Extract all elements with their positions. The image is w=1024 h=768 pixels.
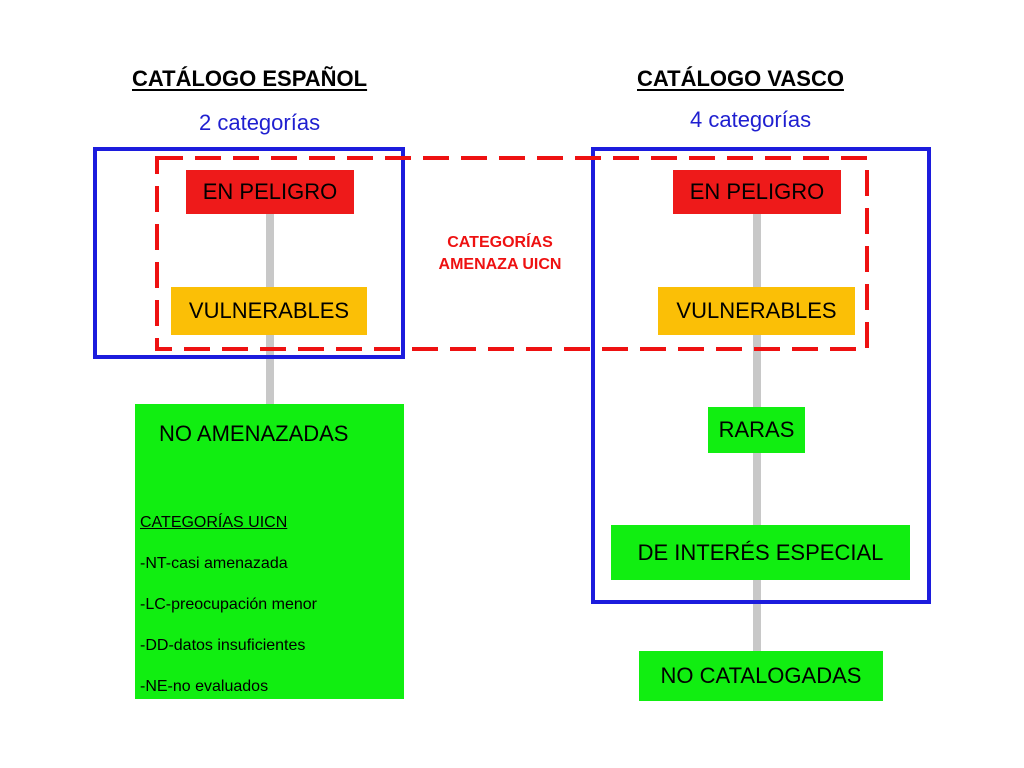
uicn-item-nt: -NT-casi amenazada xyxy=(140,555,288,572)
spanish-catalog-frame xyxy=(93,147,405,359)
threat-categories-label: CATEGORÍAS AMENAZA UICN xyxy=(415,232,585,276)
basque-raras-box: RARAS xyxy=(708,407,805,453)
basque-catalog-subtitle: 4 categorías xyxy=(690,107,812,132)
uicn-categories-subtitle: CATEGORÍAS UICN xyxy=(140,514,288,531)
threat-label-line1: CATEGORÍAS xyxy=(447,234,553,251)
uicn-item-lc: -LC-preocupación menor xyxy=(140,596,317,613)
basque-vulnerables-box: VULNERABLES xyxy=(658,287,855,335)
no-amenazadas-panel: NO AMENAZADAS CATEGORÍAS UICN -NT-casi a… xyxy=(135,404,404,699)
threat-label-line2: AMENAZA UICN xyxy=(438,256,562,273)
basque-en-peligro-box: EN PELIGRO xyxy=(673,170,841,214)
uicn-item-ne: -NE-no evaluados xyxy=(140,678,269,695)
spanish-vulnerables-box: VULNERABLES xyxy=(171,287,367,335)
no-amenazadas-title: NO AMENAZADAS xyxy=(159,421,349,446)
no-catalogadas-box: NO CATALOGADAS xyxy=(639,651,883,701)
basque-catalog-frame xyxy=(591,147,931,604)
basque-catalog-title: CATÁLOGO VASCO xyxy=(637,66,844,91)
basque-interes-especial-box: DE INTERÉS ESPECIAL xyxy=(611,525,910,580)
spanish-catalog-title: CATÁLOGO ESPAÑOL xyxy=(132,66,368,91)
spanish-en-peligro-box: EN PELIGRO xyxy=(186,170,354,214)
spanish-catalog-subtitle: 2 categorías xyxy=(199,110,321,135)
uicn-item-dd: -DD-datos insuficientes xyxy=(140,637,306,654)
